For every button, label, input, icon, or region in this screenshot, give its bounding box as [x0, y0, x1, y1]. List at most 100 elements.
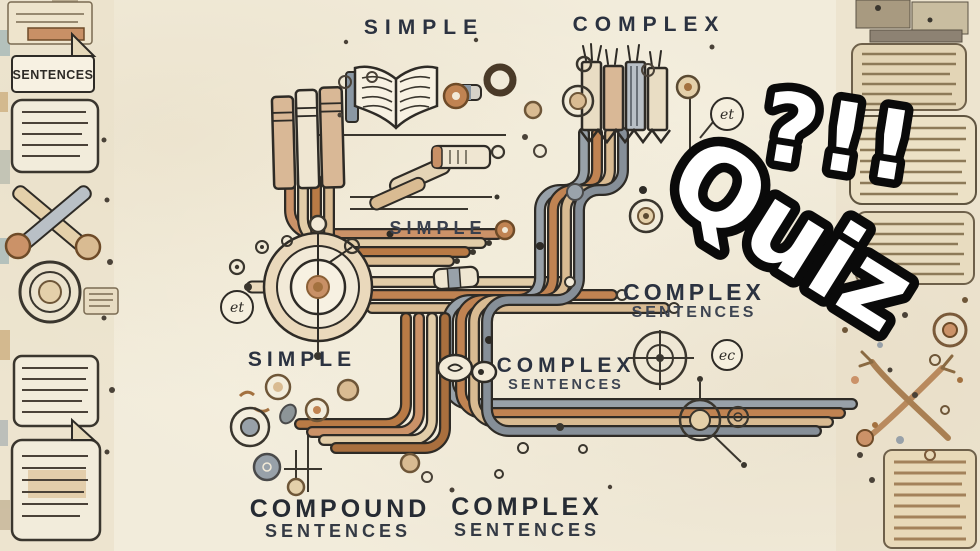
label-bottom-compound: COMPOUND: [249, 495, 431, 523]
decor-circle: [29, 271, 71, 313]
lined-document-3: [10, 417, 102, 542]
label-bottom-complex: COMPLEX: [451, 493, 603, 521]
label-center-sentences: SENTENCES: [508, 377, 624, 393]
decor-circle: [896, 436, 904, 444]
open-book: [345, 65, 439, 130]
decor-circle: [556, 423, 564, 431]
decor-circle: [273, 382, 283, 392]
decor-circle: [561, 84, 595, 118]
decor-circle: [877, 342, 883, 348]
decor-circle: [962, 297, 968, 303]
decor-circle: [929, 354, 941, 366]
decor-circle: [338, 75, 352, 89]
decor-circle: [473, 37, 479, 43]
badge-et-hub: et: [220, 290, 254, 324]
decor-circle: [957, 377, 963, 383]
label-top-simple: SIMPLE: [363, 16, 485, 39]
decor-circle: [281, 235, 293, 247]
decor-circle: [4, 232, 32, 260]
pipes-compound-branch: [294, 312, 451, 454]
decor-circle: [244, 283, 252, 291]
lined-card-1: [851, 43, 967, 111]
small-lined-card: [83, 287, 119, 315]
decor-circle: [337, 112, 343, 118]
decor-circle: [733, 412, 743, 422]
decor-circle: [569, 92, 587, 110]
decor-circle: [902, 312, 908, 318]
decor-circle: [229, 406, 271, 448]
decor-circle: [366, 71, 378, 83]
crossed-twigs: [856, 350, 956, 447]
decor-circle: [234, 264, 240, 270]
label-mid-simple: SIMPLE: [389, 218, 487, 238]
decor-circle: [314, 352, 322, 360]
decor-circle: [684, 83, 692, 91]
crossed-pencils: [12, 185, 92, 255]
decor-circle: [240, 417, 260, 437]
decor-circle: [255, 240, 269, 254]
badge-text: ec: [719, 348, 735, 364]
label-bottom-compound-sentences: SENTENCES: [264, 521, 412, 541]
label-right-sentences: SENTENCES: [631, 304, 757, 321]
decor-circle: [260, 245, 264, 249]
decor-circle: [485, 336, 493, 344]
decor-circle: [104, 197, 110, 203]
decor-circle: [264, 373, 292, 401]
decor-circle: [101, 315, 107, 321]
decor-circle: [566, 183, 584, 201]
lined-card-2: [849, 115, 977, 205]
decor-circle: [454, 258, 460, 264]
decor-circle: [313, 406, 321, 414]
decor-circle: [643, 213, 649, 219]
decor-circle: [668, 302, 680, 314]
decor-circle: [252, 452, 282, 482]
decor-circle: [872, 422, 878, 428]
decor-circle: [533, 144, 547, 158]
decor-circle: [399, 452, 421, 474]
edge-scrap-rects: [0, 30, 10, 530]
folded-corner: [71, 417, 97, 441]
label-center-complex: COMPLEX: [496, 354, 636, 377]
badge-text: et: [230, 300, 244, 316]
decor-circle: [517, 442, 529, 454]
badge-et-top: et: [710, 97, 744, 131]
left-strip-collage: SENTENCES: [0, 0, 119, 542]
decor-circle: [304, 397, 330, 423]
decor-circle: [857, 452, 863, 458]
junction-ovals: [436, 353, 498, 384]
decor-circle: [575, 55, 593, 73]
decor-circle: [869, 477, 875, 483]
decor-circle: [632, 330, 688, 386]
label-left-simple: SIMPLE: [247, 348, 357, 371]
folded-corner: [71, 31, 97, 57]
decor-circle: [912, 392, 918, 398]
decor-circles: [4, 5, 968, 497]
decor-circle: [262, 462, 272, 472]
sketch-block: [7, 0, 93, 45]
decor-circle: [522, 134, 528, 140]
decor-circle: [483, 63, 517, 97]
decor-circle: [490, 144, 506, 160]
decor-circle: [942, 322, 958, 338]
decor-circle: [628, 198, 664, 234]
gray-leaf: [279, 403, 297, 425]
decor-circle: [697, 376, 703, 382]
standing-books-left: [270, 85, 346, 191]
decor-circle: [607, 484, 613, 490]
badge-text: et: [720, 107, 734, 123]
standing-books-right: [579, 43, 671, 145]
decor-circle: [741, 462, 747, 468]
top-clutter: [855, 0, 969, 43]
decor-circle: [107, 259, 113, 265]
decor-circle: [536, 242, 544, 250]
right-strip-collage: [849, 0, 977, 549]
lined-document-2: [12, 354, 100, 428]
decor-circle: [502, 227, 508, 233]
decor-circle: [924, 449, 936, 461]
label-top-complex: COMPLEX: [572, 13, 726, 36]
decor-circle: [101, 137, 107, 143]
decor-circle: [452, 92, 460, 100]
decor-circle: [578, 444, 588, 454]
decor-circle: [887, 367, 893, 373]
